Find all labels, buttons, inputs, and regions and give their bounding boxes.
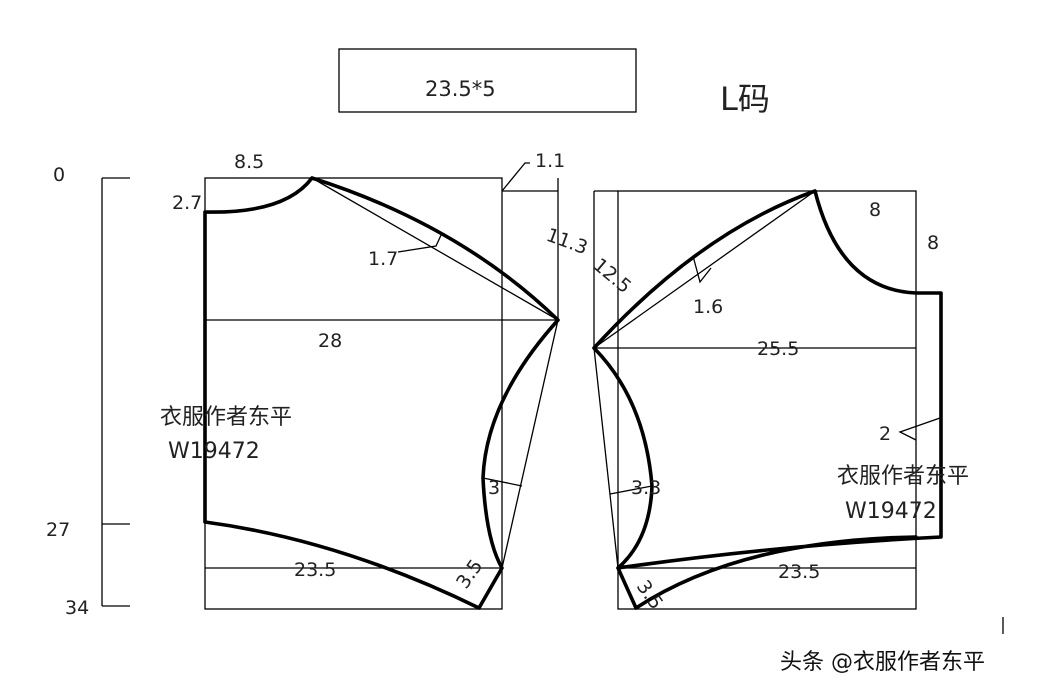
back-neck-width: 8.5 xyxy=(234,151,264,173)
watermark: 头条 @衣服作者东平 xyxy=(780,650,985,675)
scale-label-top: 0 xyxy=(53,164,65,186)
scale-label-mid: 27 xyxy=(46,519,70,541)
back-armhole-depth: 11.3 xyxy=(543,224,590,259)
front-hem-width: 23.5 xyxy=(778,561,820,583)
front-neck-width: 8 xyxy=(869,199,881,221)
front-side-curve: 3.3 xyxy=(631,477,661,499)
measurement-box xyxy=(338,48,637,113)
back-side-curve: 3 xyxy=(488,477,500,499)
scale-label-bottom: 34 xyxy=(65,597,89,619)
front-armhole-curve: 1.6 xyxy=(693,296,723,318)
back-shoulder-slope: 1.1 xyxy=(535,150,565,172)
front-author-code: W19472 xyxy=(845,499,937,524)
front-piece-guides xyxy=(593,190,941,610)
back-hem-width: 23.5 xyxy=(294,559,336,581)
length-scale xyxy=(101,177,130,607)
front-author-name: 衣服作者东平 xyxy=(837,464,969,489)
back-armhole-curve: 1.7 xyxy=(368,248,398,270)
back-chest-width: 28 xyxy=(318,330,342,352)
measurement-box-label: 23.5*5 xyxy=(425,77,496,101)
back-hem-drop: 3.5 xyxy=(452,555,487,592)
size-label: L码 xyxy=(720,80,770,118)
back-author-code: W19472 xyxy=(168,439,260,464)
front-armhole-depth: 12.5 xyxy=(589,254,636,298)
back-piece-outline xyxy=(203,176,560,610)
front-neck-depth: 8 xyxy=(927,232,939,254)
front-piece-outline xyxy=(592,189,943,610)
back-neck-drop: 2.7 xyxy=(172,192,202,214)
front-chest-width: 25.5 xyxy=(757,338,799,360)
front-placket: 2 xyxy=(879,423,891,445)
back-piece-guides xyxy=(204,162,559,610)
back-author-name: 衣服作者东平 xyxy=(160,405,292,430)
